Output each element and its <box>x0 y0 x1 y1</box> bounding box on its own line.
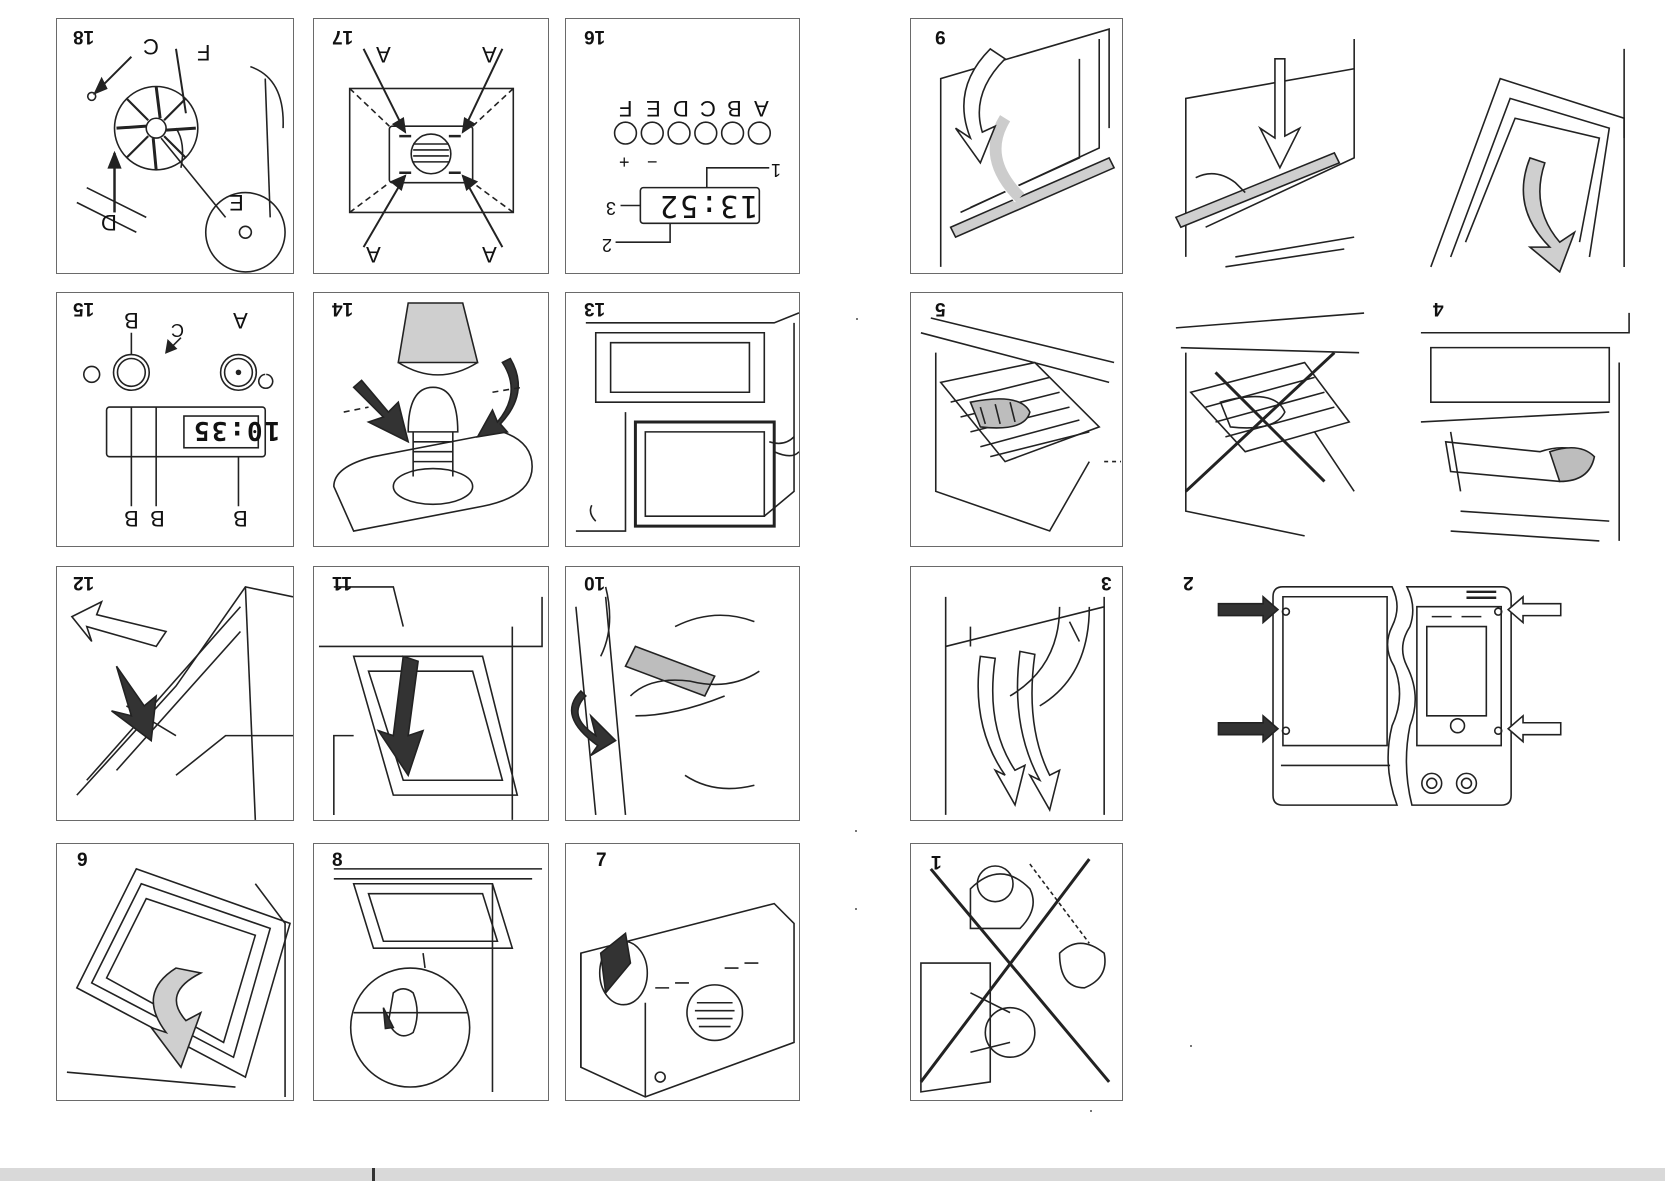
figure-number: 10 <box>584 571 605 593</box>
figure-9-door-removal: 9 <box>910 18 1123 274</box>
button-label-e: E <box>646 95 661 121</box>
figure-number: 12 <box>73 571 94 593</box>
figure-7-oven-light-cover: 7 <box>565 843 800 1101</box>
label-a: A <box>482 41 497 67</box>
label-c: C <box>171 319 184 340</box>
figure-3-air-flow: 3 <box>910 566 1123 821</box>
figure-15-clock-controls: 15 10:35 A B C B B B <box>56 292 294 547</box>
label-a: A <box>233 307 248 333</box>
timer-display: 13:52 <box>658 188 758 223</box>
button-label-c: C <box>700 95 716 121</box>
figure-number: 16 <box>584 25 605 47</box>
label-a: A <box>482 241 497 267</box>
hinge-clip-drawing <box>566 567 799 820</box>
fan-assembly-drawing <box>57 19 293 273</box>
callout-3: 3 <box>606 197 616 218</box>
button-label-b: B <box>727 95 742 121</box>
figure-number: 7 <box>596 850 607 872</box>
figure-number: 8 <box>332 850 343 872</box>
figure-10-hinge-clip: 10 <box>565 566 800 821</box>
figure-5-grill-pan: 5 <box>910 292 1123 547</box>
figure-number: 14 <box>332 297 353 319</box>
scan-edge-mark <box>372 1168 375 1181</box>
label-b: B <box>150 505 165 531</box>
figure-number: 9 <box>77 850 88 872</box>
oven-front-drawing <box>1163 567 1639 820</box>
figure-9-door-glass: 9 <box>56 843 294 1101</box>
figure-door-lift-hand <box>1165 18 1373 274</box>
scan-mark <box>855 830 857 832</box>
figure-8-glass-clip: 8 <box>313 843 549 1101</box>
sign-plus: + <box>619 151 630 172</box>
scan-bottom-edge <box>0 1168 1665 1181</box>
scan-mark <box>856 318 858 320</box>
scan-mark <box>1090 1110 1092 1112</box>
label-e: E <box>229 189 244 215</box>
figure-11-glass-insert: 11 <box>313 566 549 821</box>
figure-17-oven-interior-clips: 17 A A A A <box>313 18 549 274</box>
figure-number: 17 <box>332 25 353 47</box>
figure-1-unplug-warning: 1 <box>910 843 1123 1101</box>
callout-1: 1 <box>771 159 781 180</box>
figure-number: 5 <box>935 297 946 319</box>
figure-grill-pan-wrong <box>1165 292 1373 547</box>
figure-door-open-arrow <box>1410 18 1640 274</box>
figure-13-inner-glass: 13 <box>565 292 800 547</box>
figure-number: 1 <box>931 850 942 872</box>
button-label-a: A <box>754 95 769 121</box>
clock-display: 10:35 <box>192 415 280 445</box>
lamp-drawing <box>314 293 548 546</box>
label-c: C <box>143 33 159 59</box>
cleaning-drawing <box>1411 293 1639 546</box>
label-b: B <box>233 505 248 531</box>
door-open-drawing <box>1411 19 1639 273</box>
oven-light-cover-drawing <box>566 844 799 1100</box>
figure-14-lamp-replacement: 14 <box>313 292 549 547</box>
label-f: F <box>197 39 210 65</box>
inner-glass-drawing <box>566 293 799 546</box>
scan-mark <box>855 908 857 910</box>
callout-2: 2 <box>602 234 612 255</box>
scan-mark <box>1190 1045 1192 1047</box>
label-b: B <box>124 307 139 333</box>
glass-clip-drawing <box>314 844 548 1100</box>
figure-18-fan-removal: 18 C F E D <box>56 18 294 274</box>
figure-number: 2 <box>1183 571 1194 593</box>
figure-number: 3 <box>1101 571 1112 593</box>
air-flow-drawing <box>911 567 1122 820</box>
unplug-warning-drawing <box>911 844 1122 1100</box>
oven-interior-drawing <box>314 19 548 273</box>
label-a: A <box>376 41 391 67</box>
button-label-f: F <box>619 95 632 121</box>
door-glass-drawing <box>57 844 293 1100</box>
control-panel-drawing <box>566 19 799 273</box>
figure-number: 15 <box>73 297 94 319</box>
label-d: D <box>101 209 117 235</box>
figure-16-control-panel: 16 A B C D E F + − 13:52 1 2 3 <box>565 18 800 274</box>
label-a: A <box>366 241 381 267</box>
figure-number: 9 <box>935 25 946 47</box>
button-label-d: D <box>673 95 689 121</box>
figure-number: 4 <box>1433 297 1444 319</box>
glass-insert-drawing <box>314 567 548 820</box>
door-lift-drawing <box>1166 19 1372 273</box>
figure-number: 11 <box>332 571 352 593</box>
figure-4-cleaning: 4 <box>1410 292 1640 547</box>
figure-12-door-glass-lift: 12 <box>56 566 294 821</box>
sign-minus: − <box>647 151 658 172</box>
grill-pan-drawing <box>911 293 1122 546</box>
door-drawing <box>911 19 1122 273</box>
grill-pan-wrong-drawing <box>1166 293 1372 546</box>
figure-number: 13 <box>584 297 605 319</box>
door-glass-lift-drawing <box>57 567 293 820</box>
figure-2-oven-front-fixings: 2 <box>1162 566 1640 821</box>
label-b: B <box>124 505 139 531</box>
figure-number: 18 <box>73 25 94 47</box>
